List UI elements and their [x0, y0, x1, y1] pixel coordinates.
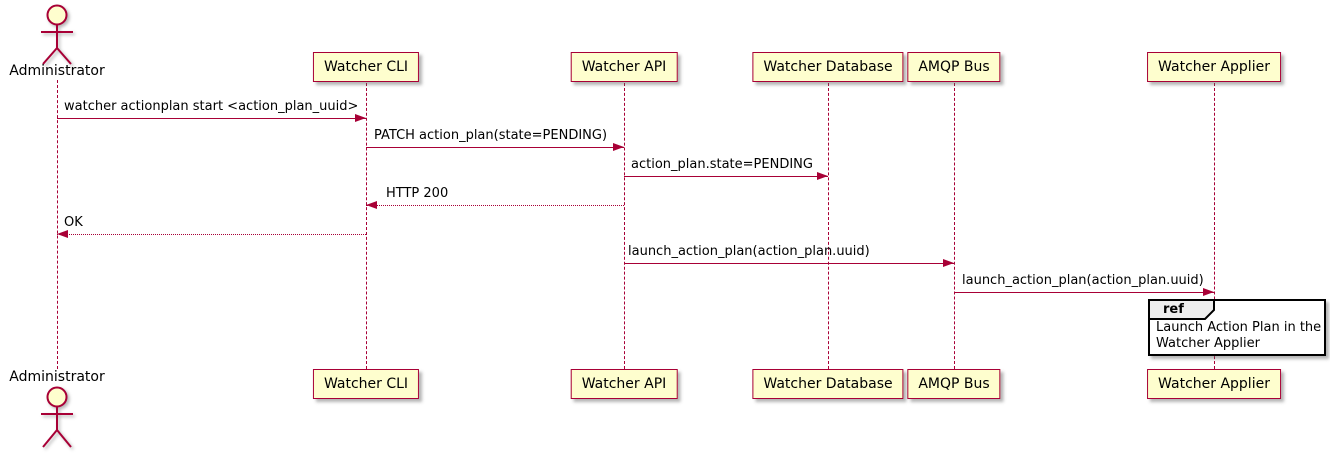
message-7-arrowhead	[1203, 288, 1214, 296]
lifeline-watcher-database	[828, 83, 829, 369]
actor-label-bottom: Administrator	[9, 369, 105, 385]
ref-text-line-1: Launch Action Plan in the	[1156, 320, 1322, 335]
ref-fragment: ref Launch Action Plan in the Watcher Ap…	[1148, 299, 1326, 356]
lifeline-amqp-bus	[954, 83, 955, 369]
message-2-label: PATCH action_plan(state=PENDING)	[374, 128, 608, 143]
ref-keyword: ref	[1163, 302, 1184, 317]
message-3-arrowhead	[817, 172, 828, 180]
message-6-line	[624, 263, 954, 264]
message-6-arrowhead	[943, 259, 954, 267]
participant-watcher-cli-top: Watcher CLI	[312, 52, 420, 82]
message-4-arrowhead	[366, 201, 377, 209]
message-7-line	[954, 292, 1214, 293]
participant-watcher-applier-bottom: Watcher Applier	[1147, 369, 1281, 399]
participant-amqp-bus-top: AMQP Bus	[907, 52, 1001, 82]
message-5-label: OK	[64, 215, 83, 230]
message-7-label: launch_action_plan(action_plan.uuid)	[962, 273, 1204, 288]
message-2-arrowhead	[613, 143, 624, 151]
message-4-label: HTTP 200	[386, 186, 449, 201]
message-6-label: launch_action_plan(action_plan.uuid)	[628, 244, 870, 259]
message-2-line	[366, 147, 624, 148]
message-5-line	[57, 234, 366, 235]
participant-watcher-applier-top: Watcher Applier	[1147, 52, 1281, 82]
participant-watcher-cli-bottom: Watcher CLI	[312, 369, 420, 399]
participant-amqp-bus-bottom: AMQP Bus	[907, 369, 1001, 399]
lifeline-administrator	[57, 80, 58, 369]
ref-tab-shape	[1148, 299, 1215, 320]
message-1-arrowhead	[355, 114, 366, 122]
participant-watcher-api-top: Watcher API	[570, 52, 678, 82]
actor-icon-top	[41, 4, 73, 65]
actor-label-top: Administrator	[9, 63, 105, 79]
message-1-label: watcher actionplan start <action_plan_uu…	[64, 99, 359, 114]
message-1-line	[57, 118, 366, 119]
message-3-line	[624, 176, 828, 177]
participant-watcher-database-bottom: Watcher Database	[752, 369, 904, 399]
actor-icon-bottom	[41, 386, 73, 448]
message-4-line	[366, 205, 624, 206]
lifeline-watcher-cli	[366, 83, 367, 369]
ref-text: Launch Action Plan in the Watcher Applie…	[1156, 320, 1321, 352]
lifeline-watcher-api	[624, 83, 625, 369]
participant-watcher-database-top: Watcher Database	[752, 52, 904, 82]
participant-watcher-api-bottom: Watcher API	[570, 369, 678, 399]
message-3-label: action_plan.state=PENDING	[631, 157, 813, 172]
message-5-arrowhead	[57, 230, 68, 238]
lifeline-watcher-applier	[1214, 83, 1215, 369]
ref-text-line-2: Watcher Applier	[1156, 336, 1260, 351]
